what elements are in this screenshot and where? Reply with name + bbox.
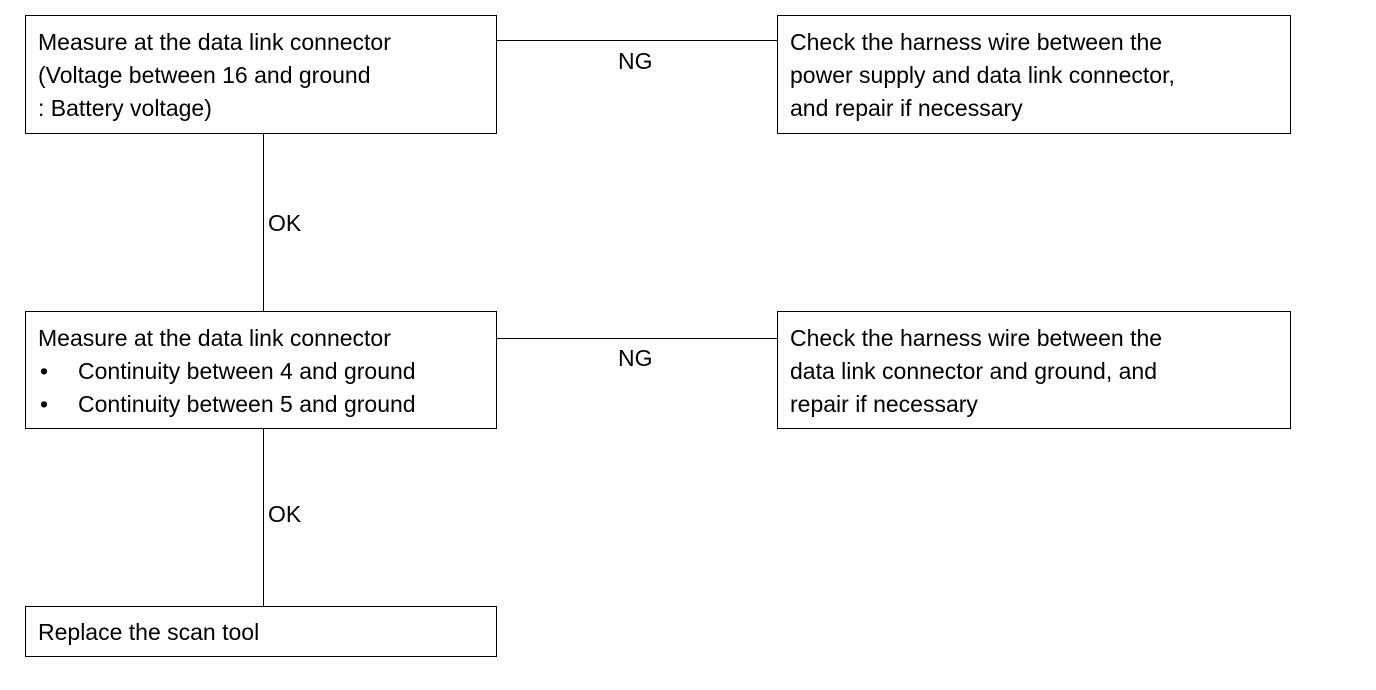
- bullet-icon: •: [40, 358, 49, 384]
- bullet-icon: •: [40, 391, 49, 417]
- step-2-bullet-text-2: Continuity between 5 and ground: [78, 391, 416, 417]
- step-3-line-1: Replace the scan tool: [38, 619, 260, 645]
- ng-result-2-line-1: Check the harness wire between the: [790, 325, 1163, 351]
- ng-label-1: NG: [618, 48, 653, 74]
- ok-label-1: OK: [268, 210, 302, 236]
- ng-result-1-line-1: Check the harness wire between the: [790, 29, 1163, 55]
- ng-result-1-box: Check the harness wire between the power…: [777, 15, 1291, 134]
- ng-result-1-line-3: and repair if necessary: [790, 95, 1023, 121]
- step-3-box: Replace the scan tool: [25, 606, 497, 657]
- step-2-bullet-item-1: • Continuity between 4 and ground: [38, 355, 484, 388]
- step-2-bullet-item-2: • Continuity between 5 and ground: [38, 388, 484, 421]
- step-1-box: Measure at the data link connector (Volt…: [25, 15, 497, 134]
- ng-result-2-line-3: repair if necessary: [790, 391, 978, 417]
- ok-connector-2: [263, 429, 264, 606]
- step-1-line-3: : Battery voltage): [38, 95, 212, 121]
- ng-result-2-line-2: data link connector and ground, and: [790, 358, 1157, 384]
- ng-result-1-line-2: power supply and data link connector,: [790, 62, 1175, 88]
- ng-result-2-box: Check the harness wire between the data …: [777, 311, 1291, 429]
- ng-connector-2: [497, 338, 777, 339]
- step-2-heading: Measure at the data link connector: [38, 325, 391, 351]
- step-1-line-1: Measure at the data link connector: [38, 29, 391, 55]
- step-2-box: Measure at the data link connector • Cont…: [25, 311, 497, 429]
- step-1-line-2: (Voltage between 16 and ground: [38, 62, 371, 88]
- step-2-bullet-text-1: Continuity between 4 and ground: [78, 358, 416, 384]
- ng-label-2: NG: [618, 345, 653, 371]
- ok-label-2: OK: [268, 501, 302, 527]
- ok-connector-1: [263, 134, 264, 311]
- ng-connector-1: [497, 40, 777, 41]
